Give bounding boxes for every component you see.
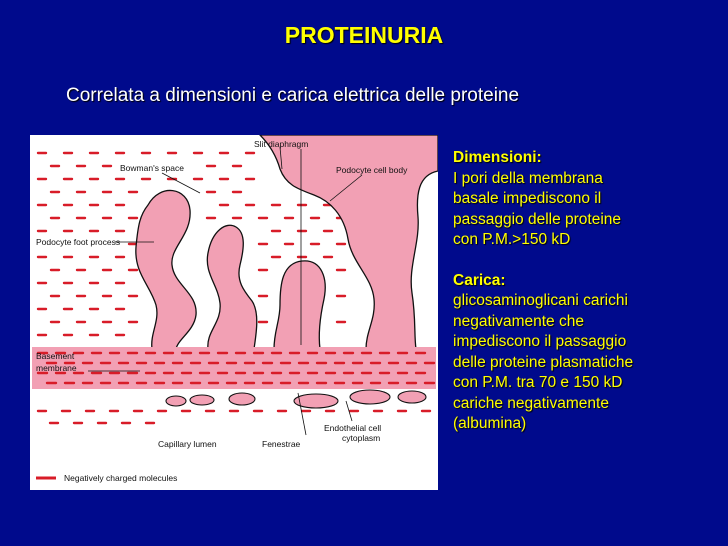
endothelial-cytoplasm <box>165 389 427 409</box>
charge-line: delle proteine plasmatiche <box>453 353 634 371</box>
label-endothelial-cell: Endothelial cell <box>324 423 381 433</box>
charge-line: negativamente che <box>453 312 584 330</box>
leader-slit-diaphragm <box>279 146 283 170</box>
charge-line: impediscono il passaggio <box>453 333 627 350</box>
label-basement: Basement <box>36 351 75 361</box>
charge-line: glicosaminoglicani carichi <box>453 292 628 309</box>
label-membrane: membrane <box>36 363 77 373</box>
notes-panel: Dimensioni: I pori della membrana basale… <box>453 148 718 455</box>
charge-heading: Carica: <box>453 271 506 289</box>
figure-drawing: Slit diaphragm Bowman's space Podocyte c… <box>32 135 438 483</box>
podocyte-structures <box>135 135 438 350</box>
podocyte-foot-process-small <box>273 260 326 350</box>
legend-negatively-charged: Negatively charged molecules <box>64 473 177 483</box>
podocyte-cell-body <box>259 135 438 350</box>
podocyte-foot-process-middle <box>206 224 258 350</box>
leader-endothelial <box>345 400 353 422</box>
label-capillary-lumen: Capillary lumen <box>158 439 217 449</box>
label-slit-diaphragm: Slit diaphragm <box>254 139 308 149</box>
basement-membrane-charges <box>36 351 436 385</box>
dimension-line: basale impediscono il <box>453 190 602 207</box>
dimension-heading: Dimensioni: <box>453 149 542 166</box>
label-podocyte-foot-process: Podocyte foot process <box>36 237 120 247</box>
label-fenestrae: Fenestrae <box>262 439 301 449</box>
dimension-block: Dimensioni: I pori della membrana basale… <box>453 148 718 251</box>
charge-line: con P.M. tra 70 e 150 kD <box>453 374 623 391</box>
leader-podocyte-body <box>329 174 363 202</box>
slide-subtitle: Correlata a dimensioni e carica elettric… <box>66 85 520 106</box>
charge-line: cariche negativamente <box>453 394 609 412</box>
glomerular-filtration-figure: Slit diaphragm Bowman's space Podocyte c… <box>30 135 438 490</box>
dimension-line: I pori della membrana <box>453 169 603 187</box>
label-cytoplasm: cytoplasm <box>342 433 380 443</box>
endothelial-lobe <box>349 389 391 405</box>
endothelial-lobe <box>397 390 427 404</box>
capillary-lumen-charges <box>36 409 432 425</box>
charge-block: Carica: glicosaminoglicani carichi negat… <box>453 271 718 435</box>
podocyte-foot-process-left <box>135 189 197 350</box>
endothelial-lobe <box>228 392 256 406</box>
leader-lines <box>88 146 363 436</box>
charge-line: (albumina) <box>453 415 527 432</box>
dimension-line: con P.M.>150 kD <box>453 231 571 248</box>
leader-bowmans-space <box>161 172 201 194</box>
leader-fenestrae <box>297 392 307 436</box>
dimension-line: passaggio delle proteine <box>453 210 622 228</box>
label-podocyte-cell-body: Podocyte cell body <box>336 165 408 175</box>
endothelial-lobe <box>293 393 339 409</box>
label-bowmans-space: Bowman's space <box>120 163 184 173</box>
slide-title: PROTEINURIA <box>284 22 444 48</box>
endothelial-lobe <box>165 395 187 407</box>
endothelial-lobe <box>189 394 215 406</box>
